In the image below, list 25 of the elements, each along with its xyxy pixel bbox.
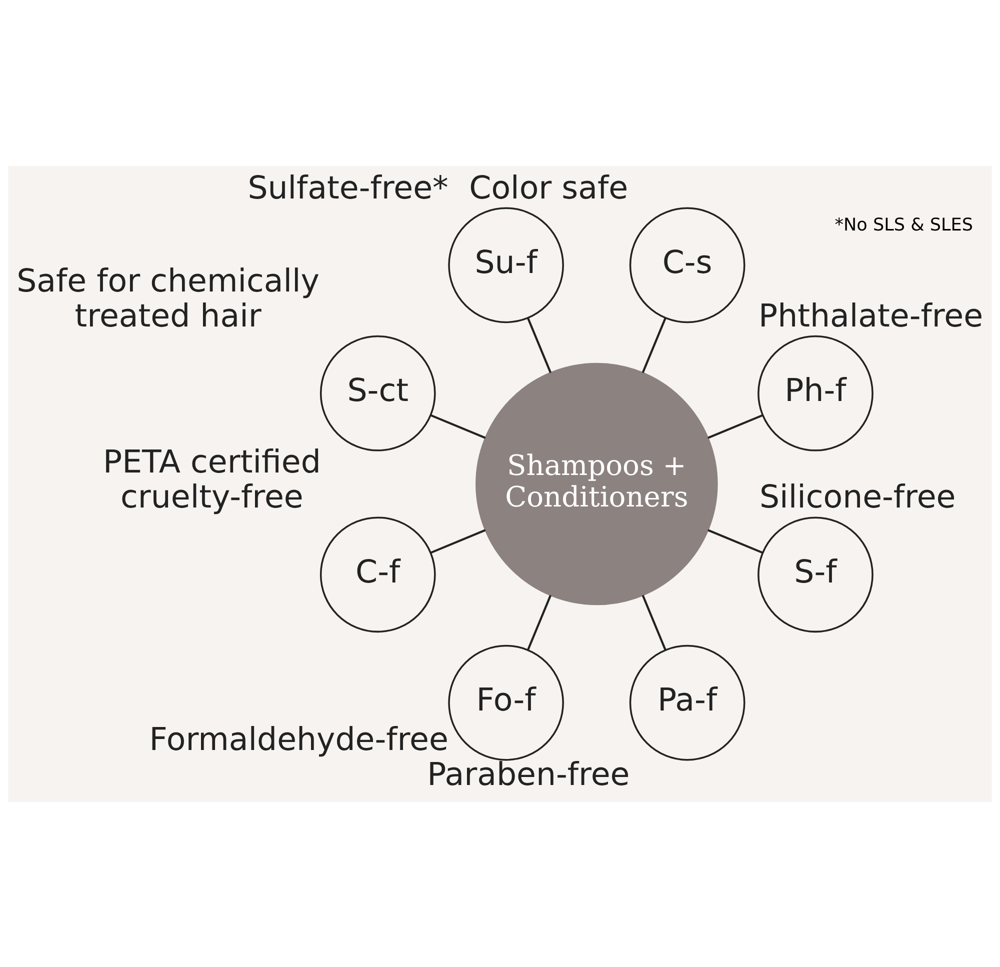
label: *No SLS & SLES <box>834 214 974 235</box>
node-circle: C-f <box>320 516 436 632</box>
node-circle: Su-f <box>448 206 564 323</box>
node-label: Formaldehyde-free <box>149 722 448 758</box>
connector <box>642 317 666 373</box>
node-circle: Pa-f <box>629 644 746 760</box>
node-circle: Shampoos + Conditioners <box>476 362 718 605</box>
node-label: Sulfate-free* <box>248 170 448 206</box>
node-circle: S-f <box>758 516 874 632</box>
connector <box>527 317 552 373</box>
connector <box>708 414 763 438</box>
node-label: Safe for chemically treated hair <box>16 262 320 334</box>
connector <box>430 414 486 438</box>
node-label: Phthalate-free <box>758 298 984 334</box>
node-circle: S-ct <box>320 334 436 451</box>
node-circle: Fo-f <box>448 644 564 760</box>
connector <box>430 528 486 554</box>
connector <box>642 594 666 650</box>
node-circle: Ph-f <box>758 334 874 451</box>
connector <box>708 528 763 554</box>
node-label: Color safe <box>469 170 628 206</box>
node-circle: C-s <box>629 206 746 323</box>
connector <box>527 594 552 650</box>
node-label: PETA certified cruelty-free <box>103 444 321 516</box>
node-label: Silicone-free <box>759 479 956 516</box>
